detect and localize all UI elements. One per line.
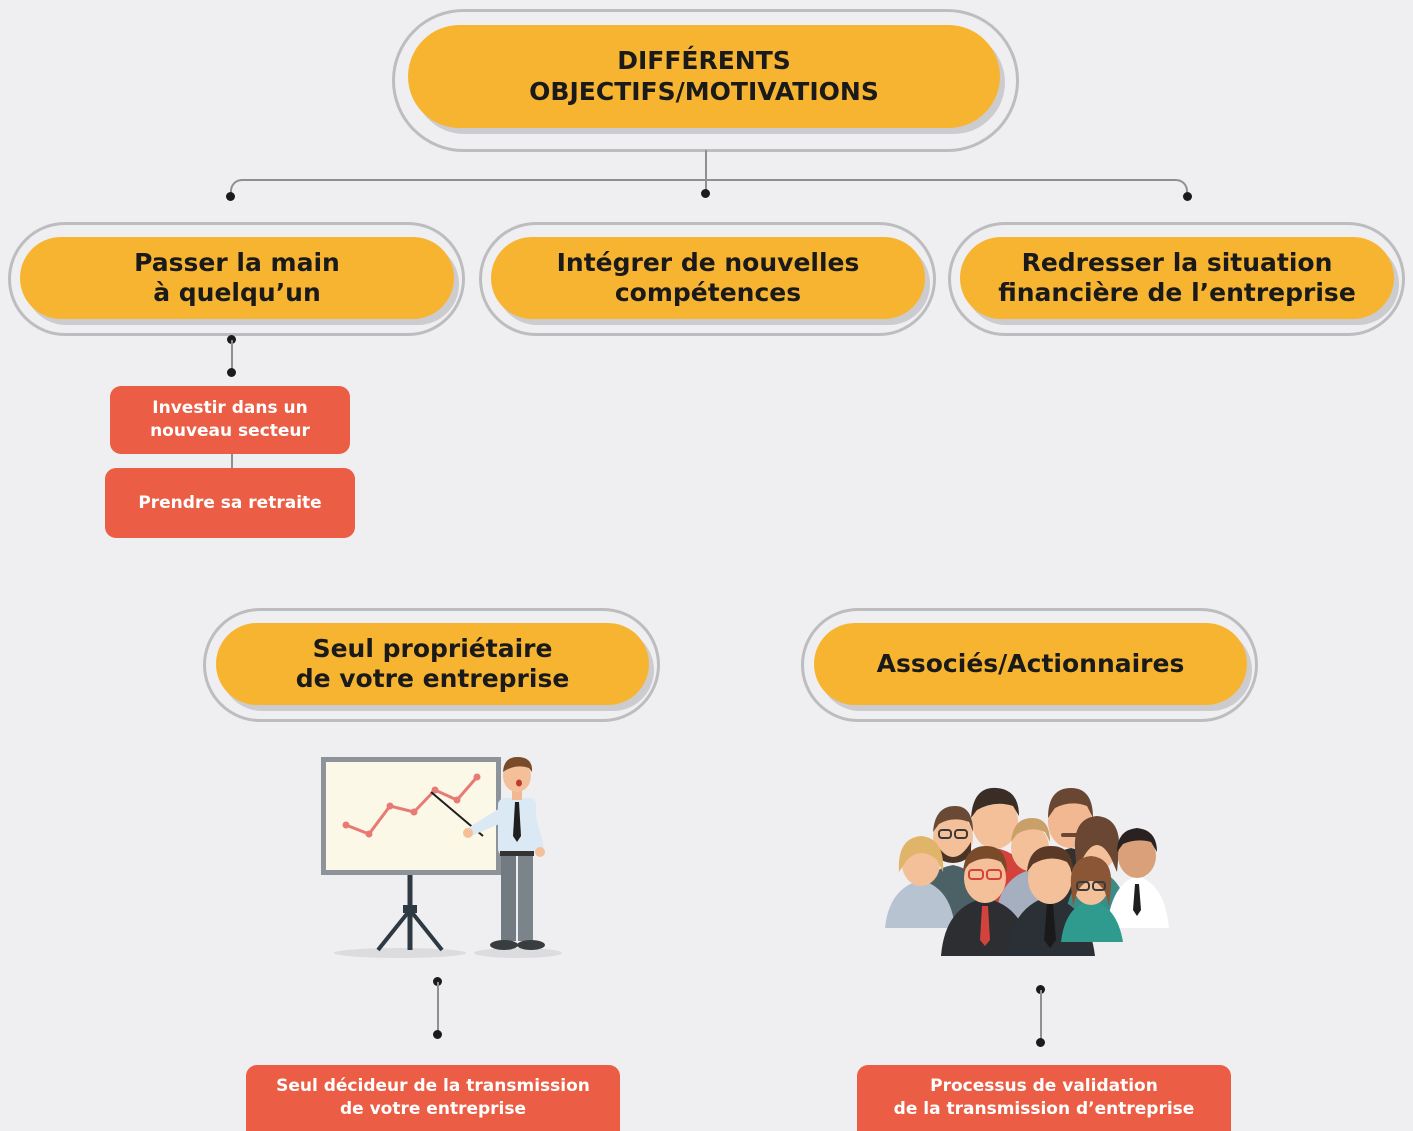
partners-dot-top [1036, 985, 1045, 994]
objective-financial-recovery: Redresser la situation financière de l’e… [960, 237, 1394, 319]
owner-dot-top [433, 977, 442, 986]
sub-dot-bottom [227, 368, 236, 377]
root-node: DIFFÉRENTS OBJECTIFS/MOTIVATIONS [408, 25, 1000, 128]
objective-label: Redresser la situation financière de l’e… [998, 247, 1356, 308]
sub-link [231, 454, 233, 468]
root-title: DIFFÉRENTS OBJECTIFS/MOTIVATIONS [529, 46, 879, 106]
sub-connector [231, 340, 233, 372]
owner-connector [437, 982, 439, 1034]
objective-new-skills: Intégrer de nouvelles compétences [491, 237, 925, 319]
branch-line [230, 179, 1188, 197]
branch-dot-center [701, 189, 710, 198]
branch-drop-center [705, 180, 707, 194]
branch-dot-left [226, 192, 235, 201]
business-group-icon [885, 787, 1169, 956]
branch-dot-right [1183, 192, 1192, 201]
objective-label: Intégrer de nouvelles compétences [556, 247, 860, 308]
partners-dot-bottom [1036, 1038, 1045, 1047]
root-connector [705, 150, 707, 182]
sub-dot-top [227, 335, 236, 344]
sub-reason-retire: Prendre sa retraite [105, 468, 355, 538]
partners-outcome: Processus de validation de la transmissi… [857, 1065, 1231, 1131]
sole-owner-node: Seul propriétaire de votre entreprise [216, 623, 649, 705]
objective-label: Passer la main à quelqu’un [134, 247, 340, 308]
owner-dot-bottom [433, 1030, 442, 1039]
sole-owner-outcome: Seul décideur de la transmission de votr… [246, 1065, 620, 1131]
presenter-chart-icon [321, 756, 562, 958]
partners-connector [1040, 990, 1042, 1042]
sub-reason-invest: Investir dans un nouveau secteur [110, 386, 350, 454]
partners-node: Associés/Actionnaires [814, 623, 1247, 705]
objective-pass-hand: Passer la main à quelqu’un [20, 237, 454, 319]
